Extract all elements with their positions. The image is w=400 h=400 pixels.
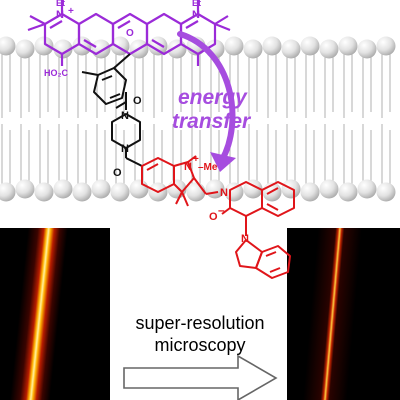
lipid-head <box>281 39 301 59</box>
energy-label-line2: transfer <box>172 110 252 133</box>
lipid-head <box>110 182 130 202</box>
lipid-head <box>224 36 244 56</box>
rhodamine-dye-structure <box>27 0 231 66</box>
quencher-labels: N + –Me N O – N <box>184 154 249 245</box>
lipid-head <box>300 182 320 202</box>
caption: super-resolution microscopy <box>122 312 278 356</box>
lipid-head <box>34 182 54 202</box>
lipid-head <box>0 182 16 202</box>
rhodamine-labels: N + Et N Et O <box>56 0 201 39</box>
microscopy-image-after <box>287 228 400 400</box>
dye-o-bridge: O <box>126 28 134 39</box>
dye-acid: HO₂C <box>44 68 68 78</box>
amide-o-top: O <box>133 95 142 107</box>
lipid-head <box>91 179 111 199</box>
lipid-head <box>357 179 377 199</box>
lipid-head <box>319 179 339 199</box>
lipid-head <box>129 179 149 199</box>
lipid-head <box>243 39 263 59</box>
lipid-head <box>15 179 35 199</box>
dye-n-left-charge: + <box>68 6 74 17</box>
lipid-head <box>319 39 339 59</box>
lipid-tails <box>1 54 391 184</box>
microscopy-image-before <box>0 228 110 400</box>
dye-n-right: N <box>192 9 200 21</box>
lipid-head <box>0 36 16 56</box>
caption-line1: super-resolution <box>135 313 265 333</box>
quencher-indoline-n: N <box>241 233 249 245</box>
lipid-head <box>300 36 320 56</box>
lipid-head <box>186 182 206 202</box>
quencher-me: –Me <box>198 162 218 173</box>
lipid-head <box>338 182 358 202</box>
lipid-head <box>53 39 73 59</box>
lipid-head <box>72 182 92 202</box>
lipid-head <box>15 39 35 59</box>
linker-labels: HO₂C O N N O <box>44 68 142 179</box>
caption-line2: microscopy <box>154 335 246 355</box>
process-block-arrow-icon <box>123 354 278 400</box>
quencher-o-charge: – <box>218 203 225 217</box>
lipid-head <box>376 36 396 56</box>
membrane-top-leaflet <box>0 36 396 59</box>
piperazine-n-bottom: N <box>121 143 129 155</box>
lipid-head <box>53 179 73 199</box>
lipid-head <box>376 182 396 202</box>
energy-transfer-arrow-icon <box>177 31 236 172</box>
dye-n-left: N <box>56 9 64 21</box>
dye-et-left: Et <box>56 0 65 8</box>
lipid-head <box>338 36 358 56</box>
quencher-charge: + <box>193 154 199 165</box>
quencher-structure <box>141 155 295 279</box>
quencher-n-plus: N <box>184 161 192 173</box>
lipid-head <box>34 36 54 56</box>
dye-et-right: Et <box>192 0 201 8</box>
linker-structure <box>81 53 143 167</box>
lipid-head <box>262 36 282 56</box>
quencher-imine-n: N <box>220 187 228 199</box>
amide-o-bottom: O <box>113 167 122 179</box>
energy-transfer-label: energy transfer <box>172 86 252 133</box>
piperazine-n-top: N <box>121 110 129 122</box>
lipid-head <box>91 39 111 59</box>
quencher-o-minus: O <box>209 211 218 223</box>
lipid-head <box>357 39 377 59</box>
energy-label-line1: energy <box>178 86 248 109</box>
lipid-head <box>243 179 263 199</box>
